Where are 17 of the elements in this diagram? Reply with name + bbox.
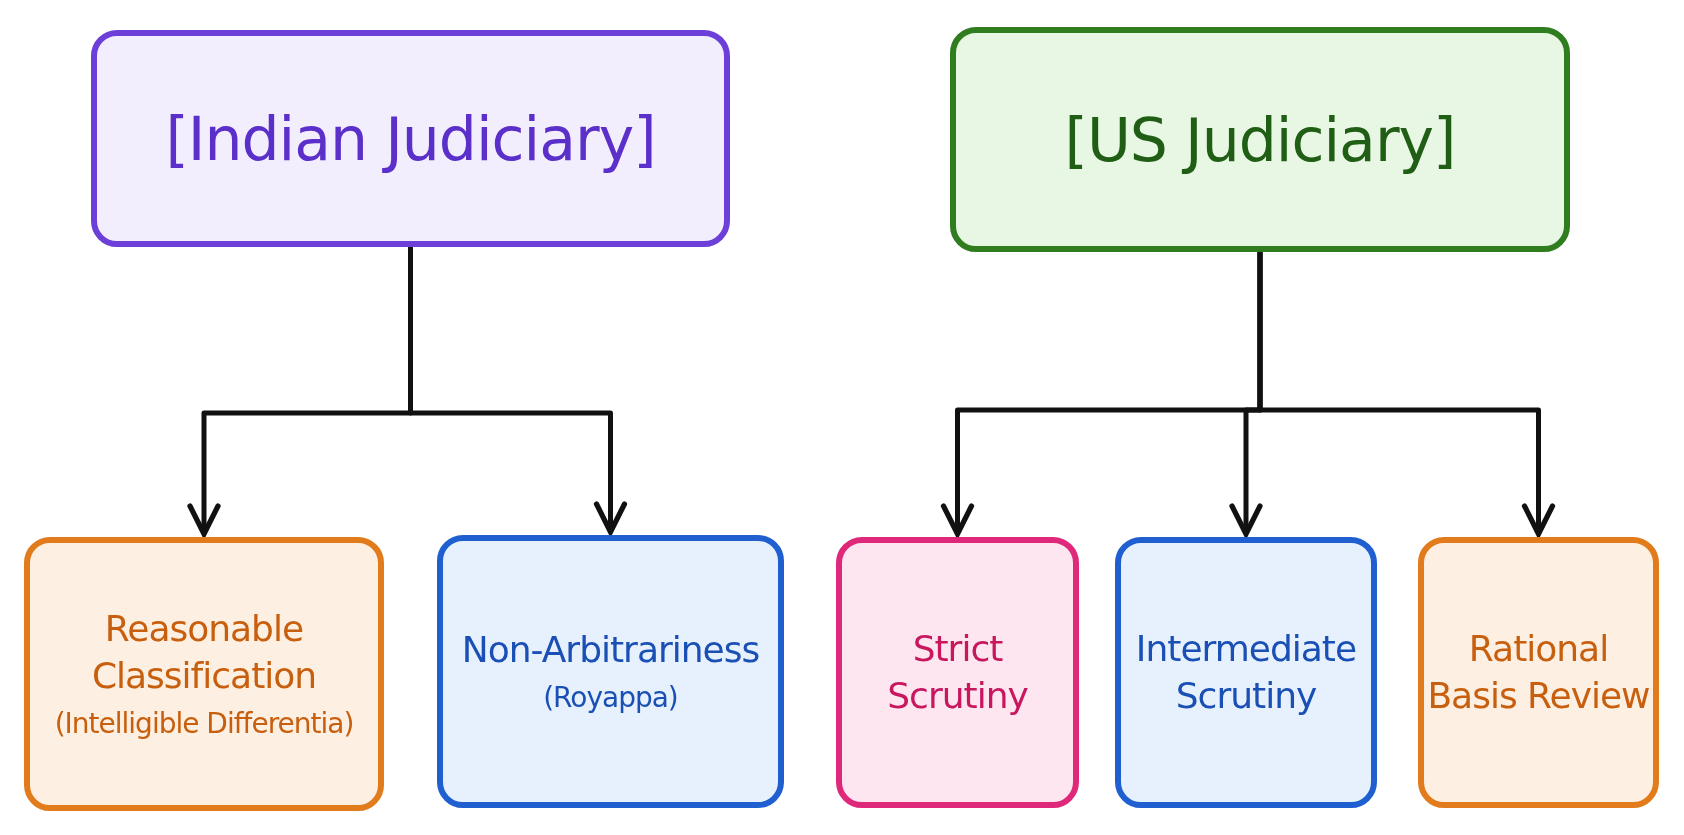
test-box [836,537,1079,808]
label-text: Reasonable Classification [90,607,318,698]
test-box [24,537,384,811]
heading-text: [Indian Judiciary] [165,103,656,174]
arrow [1257,252,1556,537]
label-text: Non-Arbitrariness [461,627,760,672]
note-text: (Royappa) [543,679,678,716]
label-text: Intermediate Scrutiny [1134,626,1358,718]
note-text: (Intelligible Differentia) [54,705,354,742]
category-box [950,27,1570,252]
category-box [91,30,730,247]
label-text: Rational Basis Review [1426,626,1651,718]
label-text: Strict Scrutiny [886,626,1029,718]
heading-text: [US Judiciary] [1064,104,1456,175]
test-box [1115,537,1377,808]
test-box [437,535,784,808]
test-box [1418,537,1659,808]
